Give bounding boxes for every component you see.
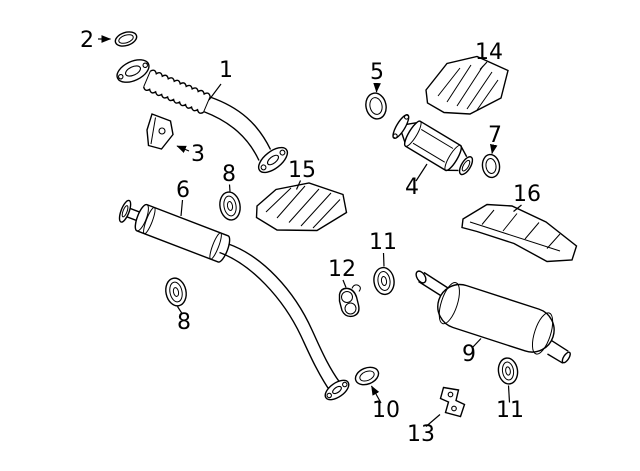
callout-9: 9 [462,338,482,367]
callout-label-14: 14 [475,40,503,65]
callout-10: 10 [370,385,400,423]
callout-7: 7 [488,123,502,155]
part-13-bracket [439,386,466,418]
part-7-gasket [481,153,501,179]
callout-8-upper: 8 [222,162,236,192]
callout-13: 13 [407,414,441,447]
part-12-hanger [338,284,361,318]
callout-label-5: 5 [370,60,384,85]
callout-12: 12 [328,257,356,288]
part-14-heat-shield [425,55,509,115]
callout-label-13: 13 [407,422,435,447]
callout-16: 16 [513,182,541,212]
part-10-gasket [354,366,380,386]
part-3-bracket [146,113,174,150]
part-2-seal-ring [114,31,138,47]
diagram-line-art [114,31,578,418]
callout-8-lower: 8 [176,306,191,335]
callout-11-upper: 11 [369,230,397,267]
diagram-callouts: 1 2 3 4 5 6 7 8 [80,28,541,447]
callout-5: 5 [370,60,384,93]
callout-label-12: 12 [328,257,356,282]
callout-3: 3 [176,142,205,167]
part-11-insulator-lower [497,357,519,385]
part-11-insulator-upper [373,266,395,296]
part-8-insulator-lower [165,277,187,307]
callout-label-4: 4 [405,175,419,200]
callout-label-16: 16 [513,182,541,207]
callout-label-2: 2 [80,28,94,53]
callout-11-lower: 11 [496,385,524,423]
callout-label-8-upper: 8 [222,162,236,187]
part-15-heat-shield [255,182,348,232]
callout-label-1: 1 [219,58,233,83]
callout-label-9: 9 [462,342,476,367]
part-8-insulator-upper [219,191,241,221]
callout-label-11-upper: 11 [369,230,397,255]
part-6-center-muffler [118,199,350,401]
part-16-heat-shield [461,203,578,263]
part-4-catalytic-converter [392,114,474,176]
callout-15: 15 [288,158,316,190]
callout-label-11-lower: 11 [496,398,524,423]
callout-label-3: 3 [191,142,205,167]
callout-14: 14 [475,40,503,70]
callout-label-10: 10 [372,398,400,423]
callout-6: 6 [176,178,190,217]
part-9-rear-muffler [415,270,571,364]
callout-label-7: 7 [488,123,502,148]
callout-label-6: 6 [176,178,190,203]
callout-1: 1 [208,58,233,101]
part-5-gasket [365,92,387,120]
callout-2: 2 [80,28,112,53]
callout-label-8-lower: 8 [177,310,191,335]
callout-4: 4 [405,163,428,200]
callout-label-15: 15 [288,158,316,183]
